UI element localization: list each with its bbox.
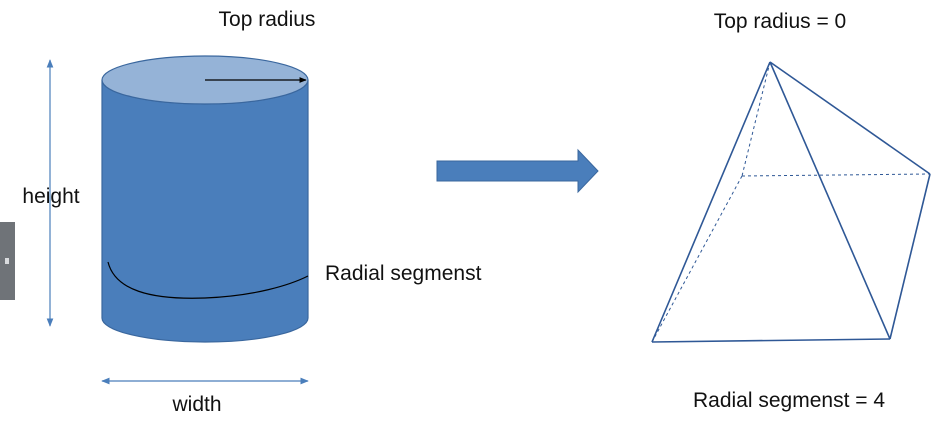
top-radius-value-label: Top radius = 0 — [714, 10, 847, 33]
cylinder-body — [101, 79, 309, 343]
radial-segment-curve — [107, 261, 309, 299]
pyramid-edge-left — [651, 61, 771, 343]
width-label: width — [171, 393, 221, 416]
pyramid-base-right-edge — [889, 173, 931, 340]
grip-icon — [5, 258, 9, 264]
pyramid-hidden-base-left — [651, 175, 743, 343]
transform-arrow-icon — [436, 148, 599, 194]
side-panel-handle[interactable] — [0, 222, 15, 300]
pyramid-edge-front — [769, 61, 891, 340]
pyramid-edge-right — [769, 61, 931, 175]
pyramid-hidden-edge-back — [741, 61, 771, 177]
top-radius-label: Top radius — [219, 8, 316, 31]
radial-segments-value-label: Radial segmenst = 4 — [693, 389, 885, 412]
cylinder-shape — [101, 55, 309, 343]
pyramid-hidden-base-back — [741, 173, 931, 177]
height-label: height — [22, 185, 79, 208]
pyramid-shape — [651, 61, 931, 343]
radial-segments-label: Radial segmenst — [325, 262, 482, 285]
pyramid-base-front-edge — [651, 338, 891, 343]
